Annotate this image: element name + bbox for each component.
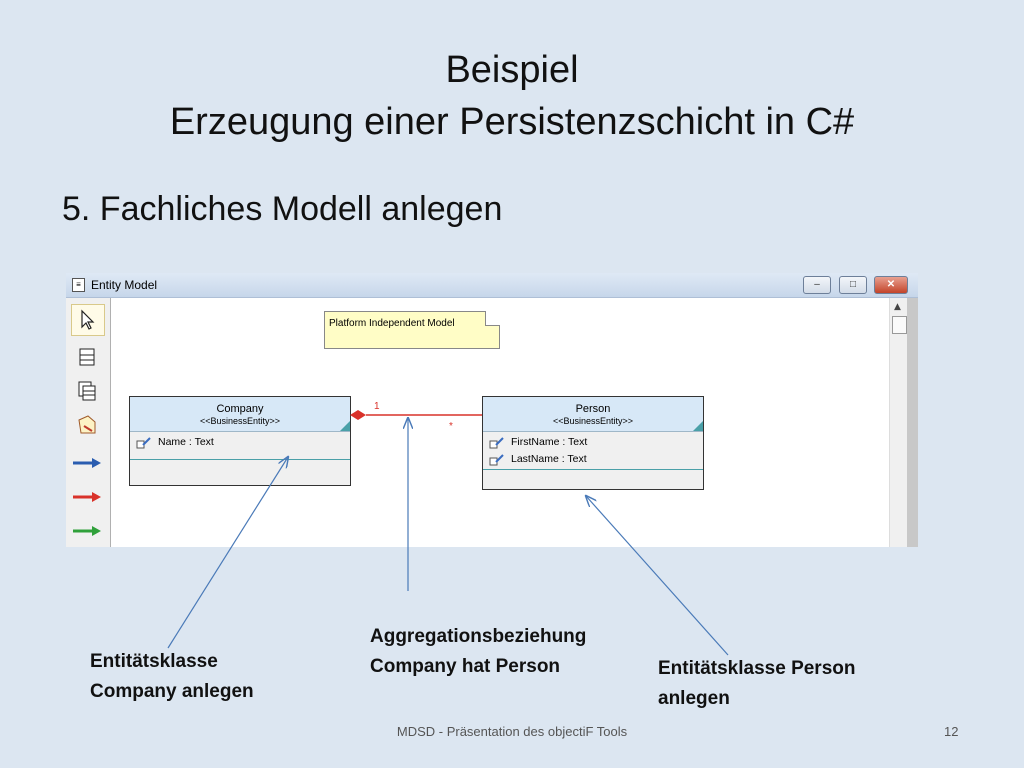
page-number: 12 — [944, 724, 959, 739]
window-title: Entity Model — [91, 278, 158, 292]
person-attribute-text: FirstName : Text — [511, 436, 588, 448]
diagram-toolbar — [66, 298, 111, 547]
attribute-icon — [136, 437, 151, 449]
scroll-thumb[interactable] — [892, 316, 907, 334]
company-header: Company <<BusinessEntity>> — [130, 397, 350, 432]
window-titlebar[interactable]: ≡ Entity Model – □ ✕ — [66, 273, 918, 298]
class-list-tool[interactable] — [71, 376, 103, 406]
person-annotation-line-1: Entitätsklasse Person — [658, 658, 856, 679]
company-corner-marker — [340, 421, 350, 431]
title-line-2: Erzeugung einer Persistenzschicht in C# — [169, 101, 855, 143]
close-button[interactable]: ✕ — [874, 276, 908, 294]
company-annotation: Entitätsklasse Company anlegen — [90, 647, 254, 707]
multiplicity-target: * — [449, 421, 453, 432]
company-annotation-line-1: Entitätsklasse — [90, 651, 218, 672]
class-tool[interactable] — [71, 342, 103, 372]
attribute-icon — [489, 454, 504, 466]
note-text: Platform Independent Model — [329, 318, 455, 329]
company-entity[interactable]: Company <<BusinessEntity>> Name : Text — [129, 396, 351, 486]
vertical-scrollbar[interactable]: ▲ — [889, 298, 908, 547]
aggregation-annotation: Aggregationsbeziehung Company hat Person — [370, 622, 586, 682]
company-annotation-line-2: Company anlegen — [90, 681, 254, 702]
generalization-arrow-icon — [73, 526, 101, 536]
person-operation-separator — [483, 469, 703, 470]
title-line-1: Beispiel — [445, 49, 579, 91]
company-attribute[interactable]: Name : Text — [130, 434, 350, 451]
person-name: Person — [575, 403, 611, 415]
note-tool[interactable] — [71, 410, 103, 440]
person-attribute[interactable]: FirstName : Text — [483, 434, 703, 451]
association-tool[interactable] — [71, 448, 103, 478]
person-annotation-line-2: anlegen — [658, 688, 730, 709]
pointer-tool[interactable] — [71, 304, 105, 336]
window-app-icon: ≡ — [72, 278, 85, 292]
class-list-icon — [78, 381, 96, 401]
person-entity[interactable]: Person <<BusinessEntity>> FirstName : Te… — [482, 396, 704, 490]
entity-model-window: ≡ Entity Model – □ ✕ — [66, 273, 918, 547]
slide-title: Beispiel Erzeugung einer Persistenzschic… — [0, 44, 1024, 148]
window-right-edge — [907, 298, 918, 547]
aggregation-annotation-line-1: Aggregationsbeziehung — [370, 626, 587, 647]
person-annotation: Entitätsklasse Person anlegen — [658, 654, 855, 714]
aggregation-arrow-icon — [73, 492, 101, 502]
scroll-up-icon[interactable]: ▲ — [894, 302, 901, 312]
pim-note[interactable]: Platform Independent Model — [324, 311, 500, 349]
aggregation-connector[interactable]: 1 * — [66, 273, 918, 547]
person-callout-arrow — [586, 496, 729, 656]
company-attribute-text: Name : Text — [158, 436, 214, 448]
maximize-button[interactable]: □ — [839, 276, 867, 294]
attribute-icon — [489, 437, 504, 449]
company-stereotype: <<BusinessEntity>> — [199, 416, 281, 426]
minimize-button[interactable]: – — [803, 276, 831, 294]
person-attribute-text: LastName : Text — [511, 453, 587, 465]
note-icon — [78, 415, 96, 434]
aggregation-diamond — [350, 410, 366, 420]
person-corner-marker — [693, 421, 703, 431]
company-callout-arrow — [167, 457, 288, 649]
company-name: Company — [216, 403, 264, 415]
multiplicity-source: 1 — [374, 401, 380, 412]
slide-footer: MDSD - Präsentation des objectiF Tools — [396, 724, 628, 739]
aggregation-tool[interactable] — [71, 482, 103, 512]
association-arrow-icon — [73, 458, 101, 468]
company-operation-separator — [130, 459, 350, 460]
person-attribute[interactable]: LastName : Text — [483, 451, 703, 468]
note-fold — [485, 311, 500, 326]
person-header: Person <<BusinessEntity>> — [483, 397, 703, 432]
pointer-icon — [81, 309, 95, 330]
class-icon — [79, 348, 95, 366]
slide-subtitle: 5. Fachliches Modell anlegen — [62, 190, 503, 228]
aggregation-annotation-line-2: Company hat Person — [370, 656, 561, 677]
generalization-tool[interactable] — [71, 516, 103, 546]
person-stereotype: <<BusinessEntity>> — [552, 416, 634, 426]
